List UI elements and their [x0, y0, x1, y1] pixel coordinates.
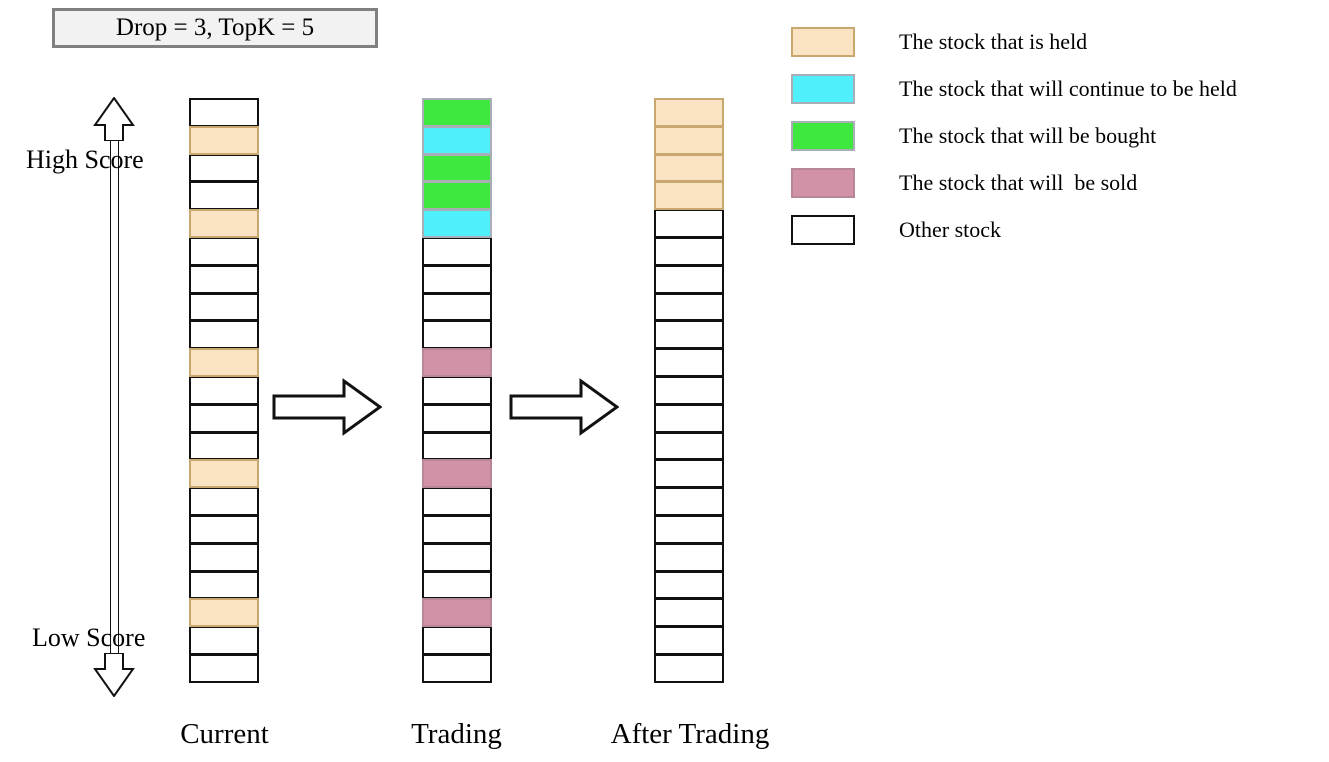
- stock-cell-trading-6: [422, 236, 492, 266]
- legend-label-other: Other stock: [899, 216, 1002, 242]
- stock-cell-current-14: [189, 459, 259, 489]
- stock-cell-trading-19: [422, 598, 492, 628]
- stock-cell-trading-17: [422, 542, 492, 572]
- stock-cell-after-10: [654, 348, 724, 377]
- stock-cell-after-6: [654, 236, 724, 266]
- legend-item-sell: The stock that will be sold: [791, 159, 1311, 206]
- stock-cell-trading-5: [422, 209, 492, 238]
- legend-item-buy: The stock that will be bought: [791, 112, 1311, 159]
- stock-cell-trading-10: [422, 348, 492, 377]
- stock-cell-trading-13: [422, 431, 492, 461]
- stock-cell-after-12: [654, 403, 724, 433]
- column-label-current: Current: [180, 718, 269, 750]
- column-label-after-trading: After Trading: [610, 718, 770, 750]
- arrow-right-icon: [509, 378, 619, 436]
- stock-cell-current-21: [189, 653, 259, 683]
- stock-cell-current-15: [189, 487, 259, 516]
- stock-cell-trading-16: [422, 514, 492, 544]
- legend-item-keep: The stock that will continue to be held: [791, 65, 1311, 112]
- stock-cell-after-4: [654, 181, 724, 211]
- stock-cell-trading-18: [422, 570, 492, 600]
- column-label-trading: Trading: [411, 718, 502, 750]
- stock-cell-trading-9: [422, 320, 492, 350]
- stock-cell-trading-4: [422, 181, 492, 211]
- stock-cell-after-18: [654, 570, 724, 600]
- legend-swatch-sell: [791, 167, 855, 198]
- legend-swatch-other: [791, 214, 855, 245]
- column-after-trading: [654, 98, 724, 683]
- legend-item-held: The stock that is held: [791, 18, 1311, 65]
- legend-label-sell: The stock that will be sold: [899, 169, 1138, 195]
- parameter-title-box: Drop = 3, TopK = 5: [52, 8, 378, 48]
- column-current: [189, 98, 259, 683]
- stock-cell-current-16: [189, 514, 259, 544]
- stock-cell-trading-12: [422, 403, 492, 433]
- high-score-label: High Score: [26, 145, 144, 174]
- stock-cell-current-2: [189, 125, 259, 155]
- low-score-label: Low Score: [32, 623, 146, 652]
- parameter-title-text: Drop = 3, TopK = 5: [115, 14, 315, 41]
- stock-cell-trading-14: [422, 459, 492, 489]
- stock-cell-trading-20: [422, 626, 492, 655]
- stock-cell-after-5: [654, 209, 724, 238]
- legend-label-buy: The stock that will be bought: [899, 122, 1157, 148]
- stock-cell-current-10: [189, 348, 259, 377]
- stock-cell-after-20: [654, 626, 724, 655]
- legend-item-other: Other stock: [791, 206, 1311, 253]
- stock-cell-current-18: [189, 570, 259, 600]
- stock-cell-trading-2: [422, 125, 492, 155]
- stock-cell-trading-8: [422, 292, 492, 322]
- stock-cell-current-4: [189, 181, 259, 211]
- legend-label-held: The stock that is held: [899, 28, 1088, 54]
- stock-cell-after-9: [654, 320, 724, 350]
- stock-cell-current-9: [189, 320, 259, 350]
- axis-line-right: [118, 137, 119, 669]
- column-trading: [422, 98, 492, 683]
- legend-swatch-held: [791, 26, 855, 57]
- stock-cell-current-13: [189, 431, 259, 461]
- stock-cell-trading-7: [422, 264, 492, 294]
- arrow-up-icon: [93, 97, 135, 141]
- axis-line-left: [110, 137, 111, 669]
- stock-cell-trading-3: [422, 153, 492, 183]
- legend-swatch-keep: [791, 73, 855, 104]
- stock-cell-current-20: [189, 626, 259, 655]
- stock-cell-current-5: [189, 209, 259, 238]
- stock-cell-current-12: [189, 403, 259, 433]
- arrow-right-icon: [272, 378, 382, 436]
- stock-cell-after-16: [654, 514, 724, 544]
- stock-cell-current-19: [189, 598, 259, 628]
- legend-swatch-buy: [791, 120, 855, 151]
- stock-cell-after-11: [654, 375, 724, 405]
- stock-cell-after-19: [654, 598, 724, 628]
- stock-cell-after-3: [654, 153, 724, 183]
- stock-cell-after-21: [654, 653, 724, 683]
- stock-cell-after-14: [654, 459, 724, 489]
- arrow-down-icon: [93, 653, 135, 697]
- stock-cell-after-15: [654, 487, 724, 516]
- legend-label-keep: The stock that will continue to be held: [899, 75, 1237, 101]
- stock-cell-current-3: [189, 153, 259, 183]
- stock-cell-current-6: [189, 236, 259, 266]
- stock-cell-after-7: [654, 264, 724, 294]
- stock-cell-trading-1: [422, 98, 492, 127]
- stock-cell-current-17: [189, 542, 259, 572]
- stock-cell-trading-21: [422, 653, 492, 683]
- stock-cell-trading-11: [422, 375, 492, 405]
- score-axis: High Score Low Score: [26, 95, 180, 715]
- stock-cell-current-1: [189, 98, 259, 127]
- stock-cell-current-11: [189, 375, 259, 405]
- stock-cell-after-13: [654, 431, 724, 461]
- stock-cell-after-1: [654, 98, 724, 127]
- stock-cell-current-7: [189, 264, 259, 294]
- stock-cell-after-17: [654, 542, 724, 572]
- stock-cell-trading-15: [422, 487, 492, 516]
- stock-cell-current-8: [189, 292, 259, 322]
- stock-cell-after-8: [654, 292, 724, 322]
- stock-cell-after-2: [654, 125, 724, 155]
